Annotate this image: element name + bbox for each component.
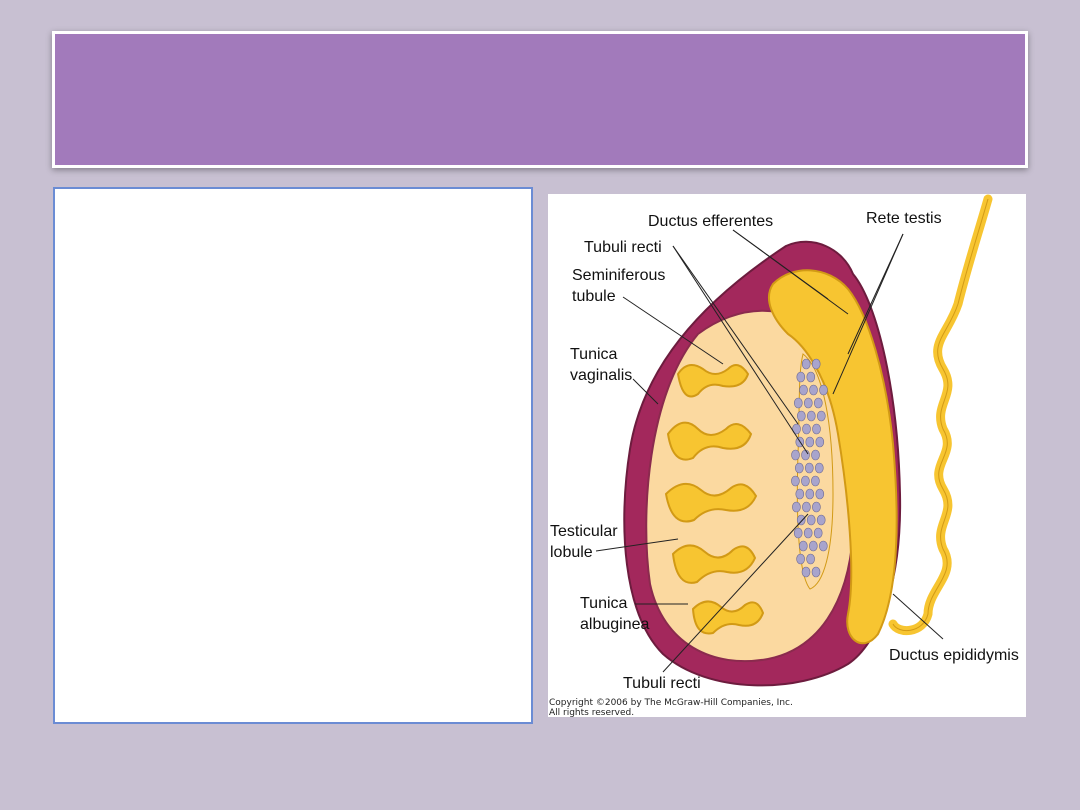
label-testicular-lobule-line2: lobule [550, 544, 593, 561]
rete-cell [792, 450, 800, 460]
rete-cell [803, 424, 811, 434]
rete-cell [794, 398, 802, 408]
rete-cell [797, 372, 805, 382]
rete-cell [820, 385, 828, 395]
rete-cell [804, 528, 812, 538]
rete-cell [813, 424, 821, 434]
label-tubuli-recti-bottom: Tubuli recti [623, 675, 701, 692]
label-ductus-efferentes: Ductus efferentes [648, 213, 773, 230]
rete-cell [796, 489, 804, 499]
rete-cell [795, 463, 803, 473]
rete-cell [802, 567, 810, 577]
rete-cell [797, 554, 805, 564]
label-tunica-vaginalis-line2: vaginalis [570, 367, 632, 384]
rete-cell [805, 463, 813, 473]
rete-cell [812, 450, 820, 460]
rete-cell [802, 450, 810, 460]
rete-cell [797, 411, 805, 421]
label-seminiferous-line1: Seminiferous [572, 267, 665, 284]
label-ductus-epididymis: Ductus epididymis [889, 647, 1019, 664]
copyright-line2: All rights reserved. [549, 708, 634, 717]
rete-cell [815, 463, 823, 473]
rete-cell [807, 515, 815, 525]
testis-diagram-svg: Ductus efferentes Rete testis Tubuli rec… [548, 194, 1026, 717]
rete-cell [809, 541, 817, 551]
rete-cell [807, 554, 815, 564]
rete-cell [807, 372, 815, 382]
rete-cell [812, 567, 820, 577]
ductus-epididymis-outline [893, 199, 988, 631]
label-tubuli-recti-top: Tubuli recti [584, 239, 662, 256]
rete-cell [806, 437, 814, 447]
label-seminiferous-line2: tubule [572, 288, 616, 305]
slide-content-box [53, 187, 533, 724]
rete-cell [801, 476, 809, 486]
rete-cell [817, 515, 825, 525]
label-testicular-lobule-line1: Testicular [550, 523, 618, 540]
rete-cell [812, 359, 820, 369]
rete-cell [791, 476, 799, 486]
rete-cell [812, 502, 820, 512]
rete-cell [819, 541, 827, 551]
rete-cell [800, 385, 808, 395]
rete-cell [802, 359, 810, 369]
rete-cell [814, 528, 822, 538]
rete-cell [806, 489, 814, 499]
rete-cell [804, 398, 812, 408]
rete-cell [816, 489, 824, 499]
rete-cell [797, 515, 805, 525]
rete-cell [807, 411, 815, 421]
rete-cell [792, 502, 800, 512]
rete-cell [799, 541, 807, 551]
label-tunica-albuginea-line1: Tunica [580, 595, 628, 612]
rete-cell [817, 411, 825, 421]
label-tunica-vaginalis-line1: Tunica [570, 346, 618, 363]
rete-cell [802, 502, 810, 512]
rete-cell [794, 528, 802, 538]
label-rete-testis: Rete testis [866, 210, 942, 227]
rete-cell [810, 385, 818, 395]
slide-title-bar [52, 31, 1028, 168]
rete-cell [814, 398, 822, 408]
copyright-line1: Copyright ©2006 by The McGraw-Hill Compa… [549, 698, 793, 708]
testis-diagram: Ductus efferentes Rete testis Tubuli rec… [548, 194, 1026, 717]
rete-cell [816, 437, 824, 447]
label-tunica-albuginea-line2: albuginea [580, 616, 650, 633]
rete-cell [811, 476, 819, 486]
